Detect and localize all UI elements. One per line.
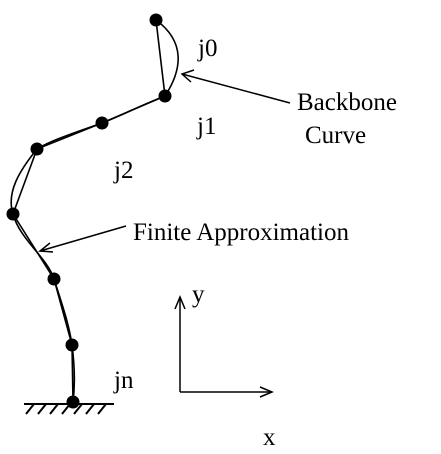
coordinate-axes xyxy=(174,295,274,398)
joint-marker xyxy=(65,338,79,352)
joint-j2-marker xyxy=(95,116,109,130)
backbone-callout-arrow xyxy=(180,69,291,104)
backbone-label-line1: Backbone xyxy=(297,89,397,116)
joint-jn-marker xyxy=(66,395,80,409)
backbone-label-line2: Curve xyxy=(305,122,366,149)
joint-label-jn: jn xyxy=(113,367,134,394)
finite-approximation-label: Finite Approximation xyxy=(133,219,349,246)
joint-label-j0: j0 xyxy=(197,35,217,62)
joint-label-j2: j2 xyxy=(113,157,133,184)
finite-callout-arrow xyxy=(38,225,127,253)
axis-label-y: y xyxy=(192,281,205,308)
joint-label-j1: j1 xyxy=(196,113,216,140)
backbone-curve xyxy=(10,19,179,403)
joint-marker xyxy=(6,207,20,221)
joint-marker xyxy=(30,142,44,156)
joint-markers xyxy=(6,13,172,409)
axis-label-x: x xyxy=(263,424,276,451)
finite-approximation-links xyxy=(12,19,166,403)
joint-marker xyxy=(47,272,61,286)
joint-j1-marker xyxy=(158,89,172,103)
joint-j0-marker xyxy=(149,13,163,27)
